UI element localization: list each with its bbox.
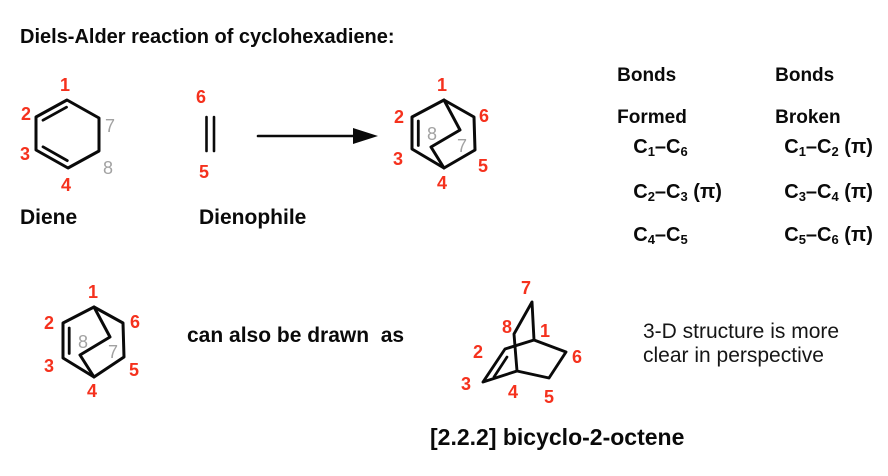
diene-atom-1: 1 xyxy=(59,75,71,95)
alt-atom-4: 4 xyxy=(86,381,98,401)
perspective-atom-4: 4 xyxy=(507,382,519,402)
diene-caption: Diene xyxy=(20,206,78,229)
diene-ring-bond xyxy=(34,98,101,170)
page-title: Diels-Alder reaction of cyclohexadiene: xyxy=(20,26,395,48)
bonds-broken-header: Bonds Broken xyxy=(775,65,841,128)
perspective-atom-2: 2 xyxy=(472,342,484,362)
alt-structure xyxy=(61,305,126,379)
perspective-ring-bond xyxy=(481,338,568,384)
bonds-formed-header: Bonds Formed xyxy=(617,65,687,128)
perspective-double-bond-2-3 xyxy=(492,355,509,379)
perspective-note-line1: 3-D structure is more xyxy=(643,320,840,343)
bond-formed-row-3: C4–C5 xyxy=(633,224,688,247)
dienophile-atom-5: 5 xyxy=(198,162,210,182)
connector-text: can also be drawn as xyxy=(187,324,405,347)
product-atom-6: 6 xyxy=(478,106,490,126)
diene-structure xyxy=(34,98,101,170)
product-atom-3: 3 xyxy=(392,149,404,169)
perspective-atom-6: 6 xyxy=(571,347,583,367)
perspective-structure xyxy=(481,300,568,384)
alt-atom-1: 1 xyxy=(87,282,99,302)
diene-atom-3: 3 xyxy=(19,144,31,164)
product-structure xyxy=(410,98,477,170)
bond-formed-row-1: C1–C6 xyxy=(633,136,688,159)
perspective-note-line2: clear in perspective xyxy=(643,344,824,367)
bond-broken-row-3: C5–C6 (π) xyxy=(784,224,873,247)
dienophile-double-bond xyxy=(205,115,216,153)
perspective-atom-3: 3 xyxy=(460,374,472,394)
product-atom-2: 2 xyxy=(393,107,405,127)
diene-atom-2: 2 xyxy=(20,104,32,124)
diene-double-bond-3-4 xyxy=(41,145,69,162)
diene-atom-4: 4 xyxy=(60,175,72,195)
product-atom-1: 1 xyxy=(436,75,448,95)
product-atom-4: 4 xyxy=(436,173,448,193)
dienophile-caption: Dienophile xyxy=(199,206,307,229)
alt-atom-7: 7 xyxy=(107,342,119,362)
product-ring-bond xyxy=(410,98,477,170)
product-atom-8: 8 xyxy=(426,124,438,144)
dienophile-atom-6: 6 xyxy=(195,87,207,107)
perspective-atom-1: 1 xyxy=(539,321,551,341)
alt-atom-5: 5 xyxy=(128,360,140,380)
dienophile-structure xyxy=(205,115,216,153)
perspective-atom-7: 7 xyxy=(520,278,532,298)
diene-atom-8: 8 xyxy=(102,158,114,178)
alt-bridge-bond xyxy=(78,305,112,379)
perspective-atom-5: 5 xyxy=(543,387,555,407)
bond-broken-row-2: C3–C4 (π) xyxy=(784,181,873,204)
diene-atom-7: 7 xyxy=(104,116,116,136)
diene-double-bond-1-2 xyxy=(41,105,68,122)
bicyclooctene-caption: [2.2.2] bicyclo-2-octene xyxy=(430,424,685,450)
alt-atom-6: 6 xyxy=(129,312,141,332)
alt-atom-2: 2 xyxy=(43,313,55,333)
alt-atom-8: 8 xyxy=(77,332,89,352)
product-atom-5: 5 xyxy=(477,156,489,176)
product-atom-7: 7 xyxy=(456,136,468,156)
perspective-atom-8: 8 xyxy=(501,317,513,337)
product-bridge-bond xyxy=(429,98,462,170)
alt-atom-3: 3 xyxy=(43,356,55,376)
bond-formed-row-2: C2–C3 (π) xyxy=(633,181,722,204)
arrow-head xyxy=(353,128,378,144)
perspective-bridge-bond xyxy=(512,300,536,373)
reaction-arrow xyxy=(256,128,378,144)
bond-broken-row-1: C1–C2 (π) xyxy=(784,136,873,159)
